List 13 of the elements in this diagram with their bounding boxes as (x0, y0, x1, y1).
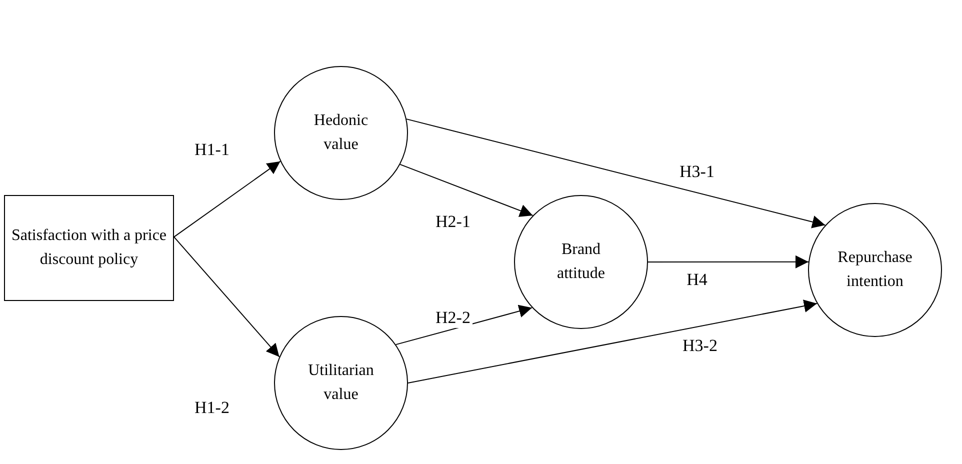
node-label: Satisfaction with a price discount policy (10, 226, 168, 270)
arrow (395, 304, 532, 346)
node-label: Utilitarian value (307, 361, 375, 405)
arrow (174, 160, 281, 238)
node-label: Brand attitude (556, 240, 606, 284)
node-label: Repurchase intention (836, 248, 914, 292)
construct-box (4, 195, 174, 301)
arrow (408, 300, 818, 384)
arrow (406, 118, 826, 228)
arrow (648, 255, 809, 268)
arrow (400, 164, 534, 217)
node-label: Hedonic value (312, 111, 370, 155)
arrow (174, 236, 280, 358)
